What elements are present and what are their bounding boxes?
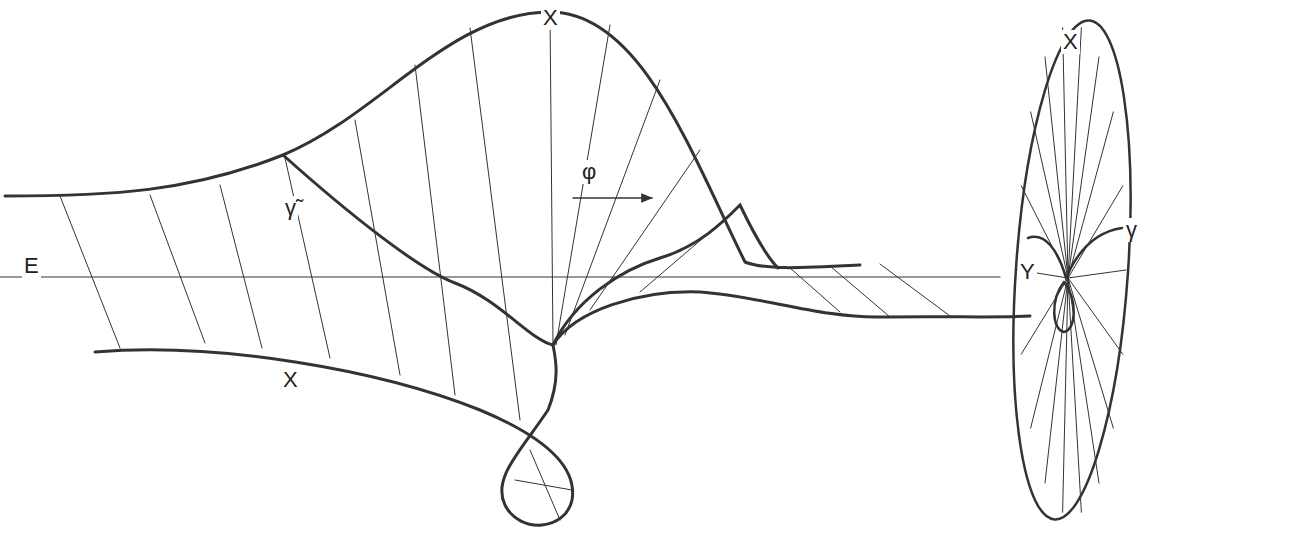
space-label: X xyxy=(281,368,300,392)
spoke-line xyxy=(1063,28,1068,278)
upper-edge xyxy=(5,12,860,268)
spoke-line xyxy=(1068,112,1113,278)
curve-gamma-tilde xyxy=(283,155,778,345)
spoke-line xyxy=(1068,186,1123,278)
ruling-line xyxy=(415,65,455,395)
spoke-line xyxy=(1045,278,1068,483)
spoke-line xyxy=(1031,112,1068,278)
spoke-line xyxy=(1068,270,1126,278)
ruling-line xyxy=(556,25,610,345)
space-label: Y xyxy=(1018,260,1037,284)
curve-gamma xyxy=(1028,228,1122,278)
ruling-line xyxy=(590,150,700,310)
space-label: X xyxy=(541,6,560,30)
ruling-line xyxy=(515,480,572,490)
spoke-line xyxy=(1021,278,1068,354)
curve-label: γ̃ xyxy=(283,196,298,220)
ruling-line xyxy=(60,196,120,348)
spoke-line xyxy=(1068,57,1099,278)
curve-gamma-loop xyxy=(1054,282,1074,332)
ruling-line xyxy=(830,266,890,317)
ruling-line xyxy=(880,264,950,316)
base-line xyxy=(0,276,1000,277)
ruling-line xyxy=(550,12,553,345)
disk-spokes xyxy=(1018,28,1126,513)
map-arrow xyxy=(573,197,652,199)
ruling-line xyxy=(790,268,840,312)
spoke-line xyxy=(1068,28,1081,278)
ruling-line xyxy=(220,185,262,348)
space-label: X xyxy=(1061,30,1080,54)
ruling-line xyxy=(470,28,520,420)
map-label: φ xyxy=(580,160,598,184)
spoke-line xyxy=(1031,278,1068,428)
spoke-line xyxy=(1063,278,1068,512)
disk xyxy=(999,17,1146,524)
ruling-line xyxy=(285,158,330,358)
line-label: E xyxy=(22,254,41,278)
curve-label: γ xyxy=(1124,218,1139,242)
ruling-line xyxy=(150,195,205,343)
spoke-line xyxy=(1068,278,1123,354)
